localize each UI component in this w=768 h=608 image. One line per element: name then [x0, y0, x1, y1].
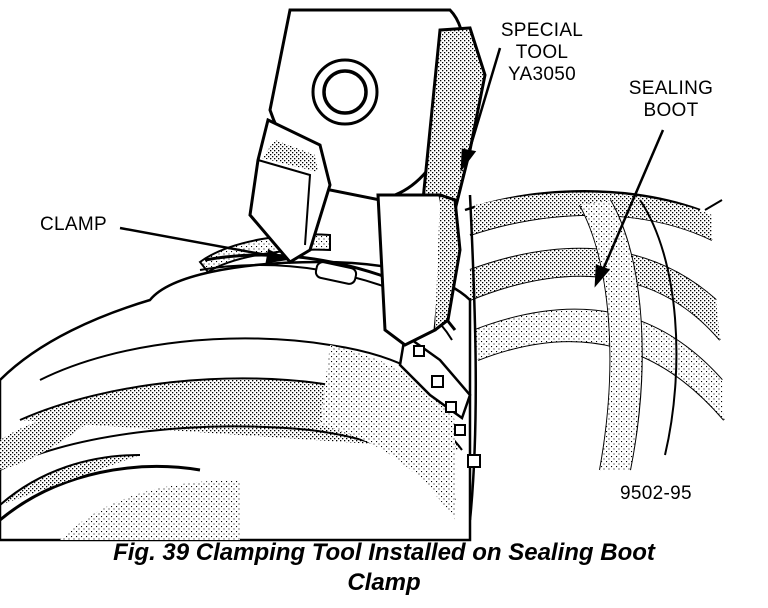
special-tool-label-line3: YA3050	[507, 64, 576, 85]
sealing-boot-label-line1: SEALING	[628, 78, 714, 99]
sealing-boot-label: SEALING BOOT	[616, 78, 726, 122]
leader-lines	[119, 47, 665, 288]
figure-caption: Fig. 39 Clamping Tool Installed on Seali…	[0, 538, 768, 598]
sealing-boot	[462, 183, 725, 521]
special-tool-label-line2: TOOL	[515, 42, 569, 63]
clamp-label: CLAMP	[40, 214, 107, 235]
sealing-boot-label-line2: BOOT	[643, 100, 699, 121]
special-tool-label: SPECIAL TOOL YA3050	[492, 20, 592, 86]
figure-caption-line1: Fig. 39 Clamping Tool Installed on Seali…	[113, 539, 655, 566]
figure-number: 9502-95	[620, 483, 692, 504]
figure-caption-line2: Clamp	[347, 569, 421, 596]
cv-joint-housing	[0, 260, 472, 542]
boot-clamp	[198, 233, 481, 468]
special-tool-pliers	[248, 8, 487, 347]
special-tool-label-line1: SPECIAL	[500, 20, 584, 41]
